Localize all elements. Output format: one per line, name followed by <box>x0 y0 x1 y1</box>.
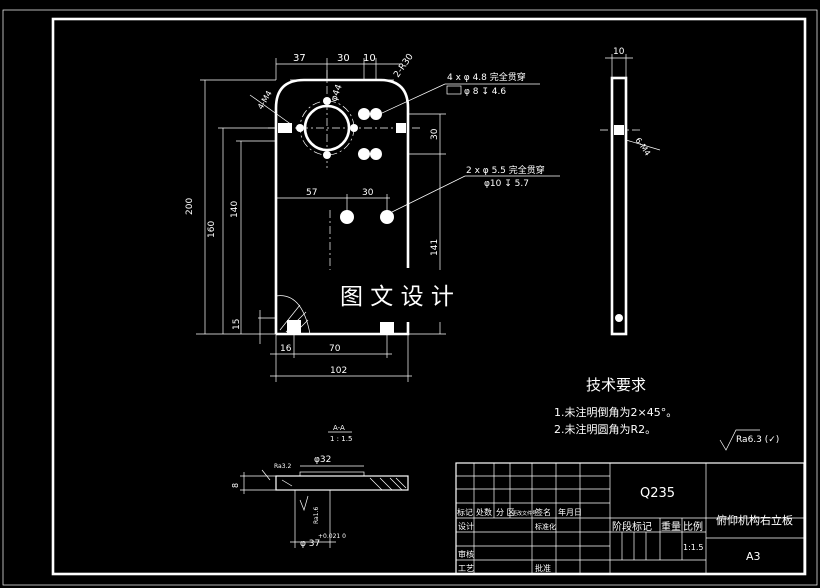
tb-count: 处数 <box>476 507 492 517</box>
tb-zone: 分 区 <box>496 508 515 517</box>
section-view: A-A 1 : 1.5 φ32 8 Ra3.2 φ 37 +0.021 0 Ra… <box>231 424 409 549</box>
dim-16: 16 <box>280 344 292 354</box>
tb-scale: 1:1.5 <box>683 543 704 552</box>
dim-m4-left: 4-M4 <box>256 89 274 111</box>
sheet-outer-border <box>2 9 818 586</box>
section-dim-8: 8 <box>231 483 240 488</box>
dim-phi44: φ44 <box>329 83 344 103</box>
tb-stage-mark: 阶段标记 <box>612 520 652 533</box>
front-view: 37 30 10 2-R30 φ44 4-M4 4 x φ 4.8 完全贯穿 φ… <box>185 52 560 382</box>
dim-r30: 2-R30 <box>392 52 416 80</box>
title-block: 标记 处数 分 区 更改文件号 签名 年月日 设计 标准化 审核 工艺 批准 阶… <box>455 462 805 575</box>
watermark-text: 图 文 设 计 <box>340 284 454 310</box>
section-label: A-A <box>333 424 345 432</box>
surface-finish: Ra6.3 (✓) <box>736 435 779 445</box>
section-tol: +0.021 0 <box>318 533 346 540</box>
hole-note-1b: φ 8 ↧ 4.6 <box>464 87 506 97</box>
section-dim-phi32: φ32 <box>314 455 331 465</box>
tb-design: 设计 <box>458 521 474 531</box>
tb-ratio: 比例 <box>683 520 703 533</box>
sheet-inner-border <box>51 17 807 576</box>
tb-process: 工艺 <box>458 564 474 573</box>
tb-approve: 批准 <box>535 563 551 573</box>
dim-30-mid: 30 <box>362 188 374 198</box>
section-roughness-1: Ra3.2 <box>274 463 291 470</box>
tb-change-doc: 更改文件号 <box>512 510 537 517</box>
dim-141: 141 <box>430 239 440 256</box>
dim-57: 57 <box>306 188 317 198</box>
side-view: 10 6-M4 <box>600 47 661 336</box>
dim-140: 140 <box>230 201 240 218</box>
tech-req-title: 技术要求 <box>586 376 646 394</box>
dim-102: 102 <box>330 366 347 376</box>
tb-date: 年月日 <box>558 507 582 517</box>
tb-material: Q235 <box>640 486 675 501</box>
section-scale: 1 : 1.5 <box>330 435 352 443</box>
side-dim-10: 10 <box>613 47 625 57</box>
hole-note-2b: φ10 ↧ 5.7 <box>484 179 529 189</box>
tb-sheet-size: A3 <box>746 550 761 563</box>
section-roughness-2: Ra1.6 <box>313 507 320 524</box>
tech-req-line1: 1.未注明倒角为2×45°。 <box>554 405 677 419</box>
dim-top-37: 37 <box>293 53 306 64</box>
dim-70: 70 <box>329 344 341 354</box>
dim-30-right: 30 <box>430 128 440 140</box>
dim-top-10: 10 <box>363 53 376 64</box>
tb-weight: 重量 <box>661 520 681 533</box>
tb-part-name: 俯仰机构右立板 <box>716 513 793 527</box>
tb-standardize: 标准化 <box>535 522 556 531</box>
dim-15: 15 <box>232 319 242 330</box>
dim-top-30: 30 <box>337 53 350 64</box>
dim-160: 160 <box>207 221 217 238</box>
side-dim-m4: 6-M4 <box>633 136 652 158</box>
hole-note-1a: 4 x φ 4.8 完全贯穿 <box>447 71 526 83</box>
tech-req-line2: 2.未注明圆角为R2。 <box>554 422 656 436</box>
hole-note-2a: 2 x φ 5.5 完全贯穿 <box>466 164 545 176</box>
tb-mark: 标记 <box>457 507 473 517</box>
dim-200: 200 <box>185 198 195 215</box>
tb-review: 审核 <box>458 549 474 559</box>
tb-signature: 签名 <box>535 507 551 517</box>
section-dim-phi37: φ 37 <box>300 539 320 549</box>
